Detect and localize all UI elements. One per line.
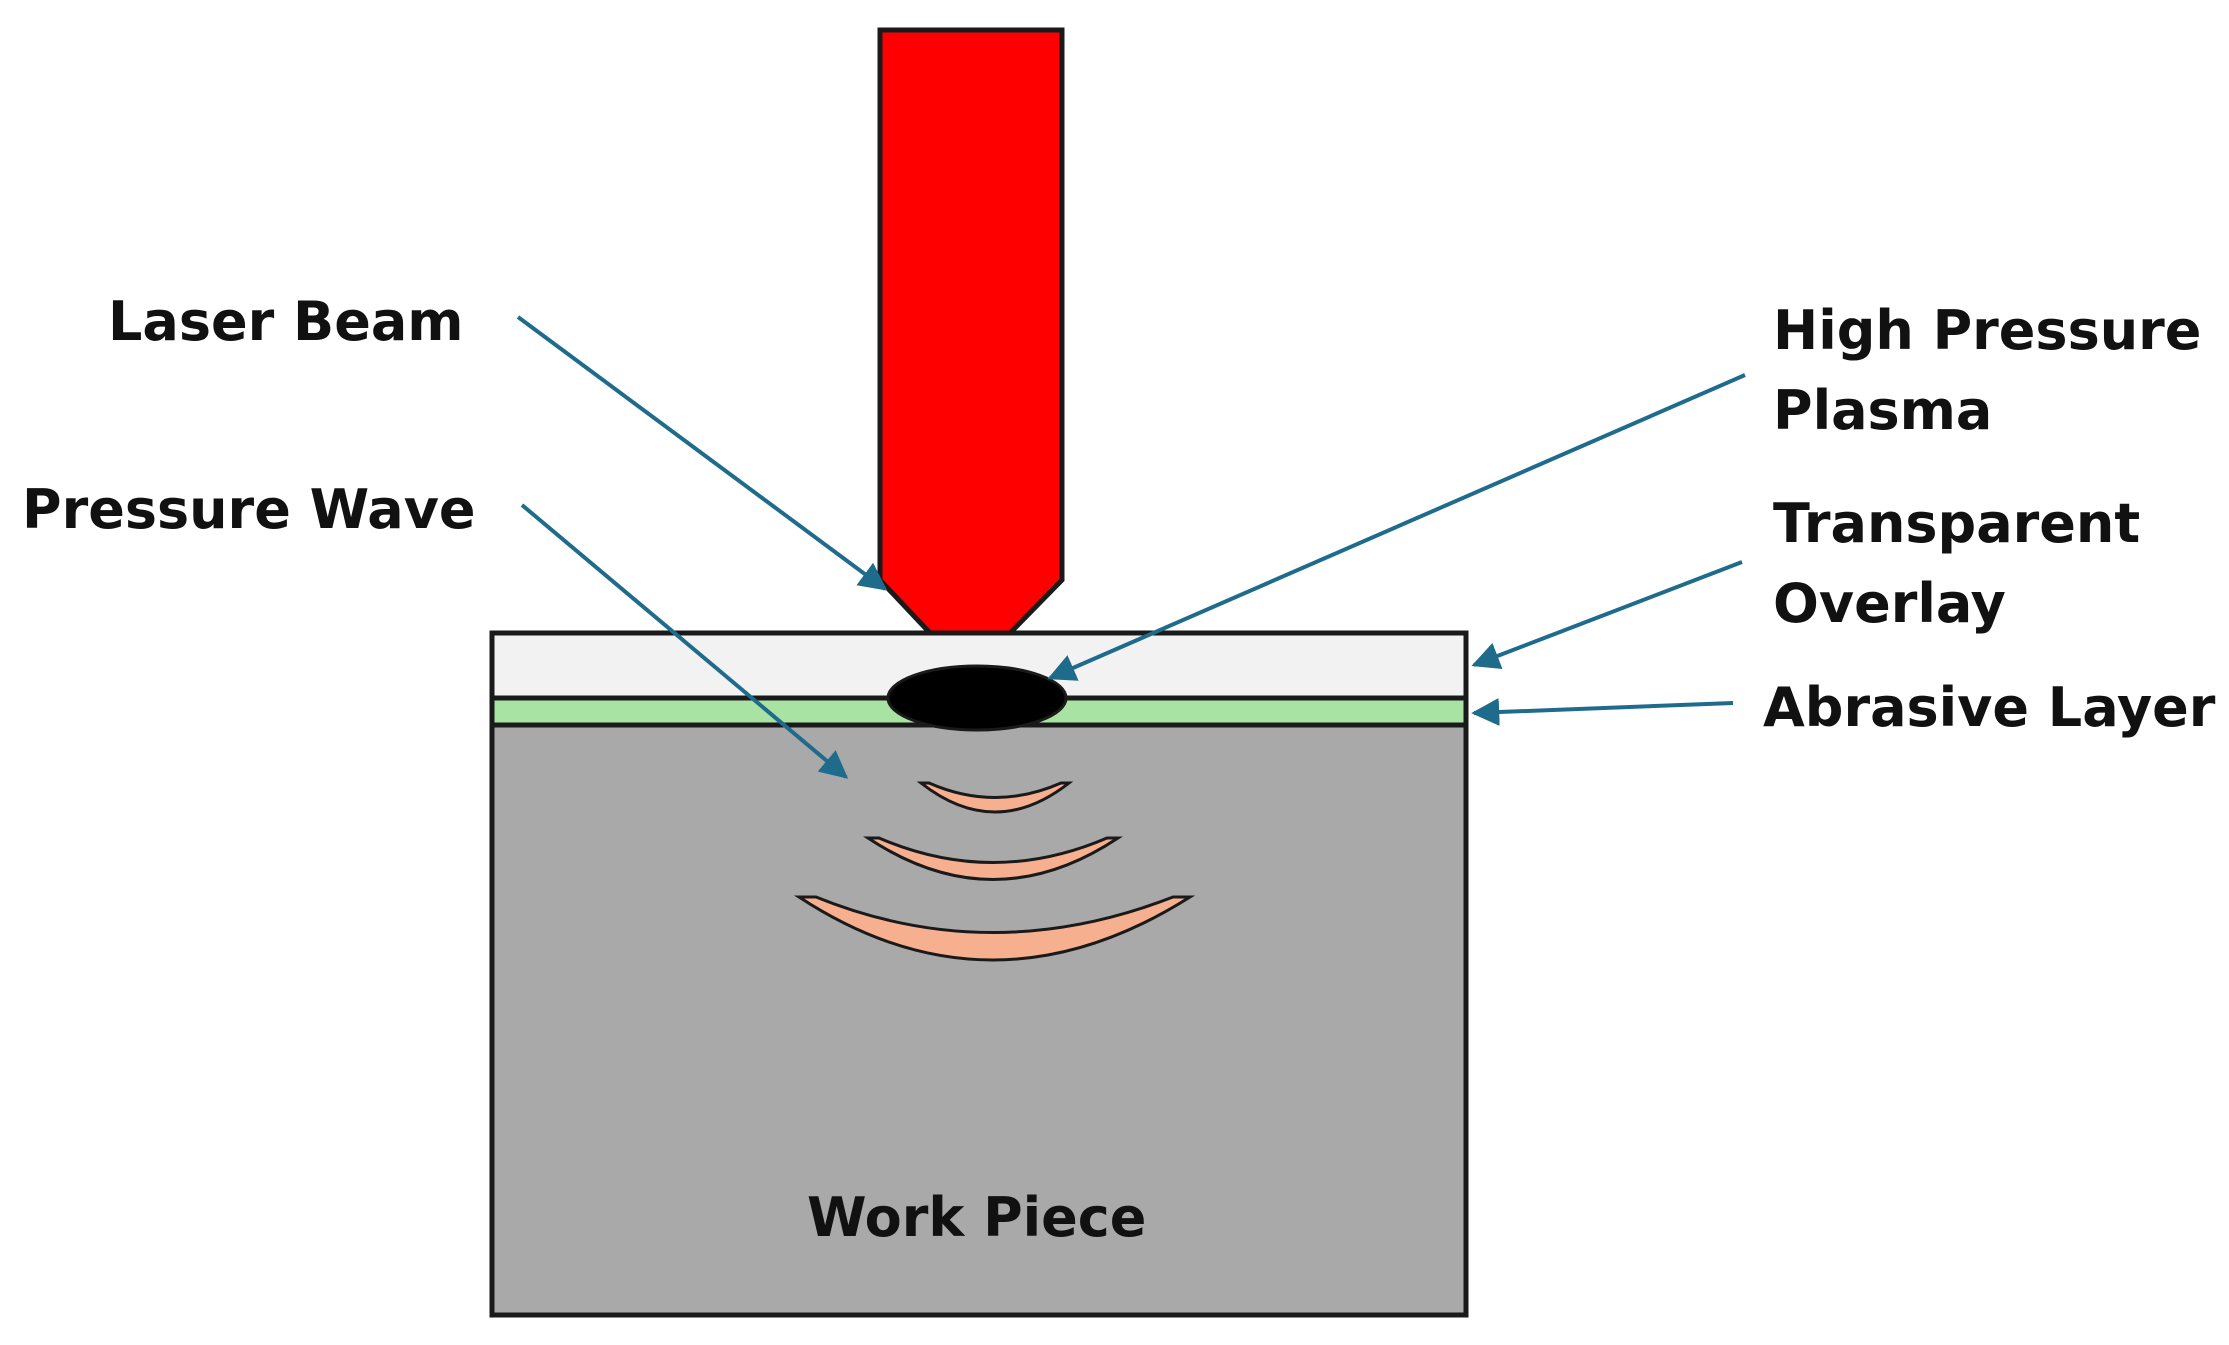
transparent-overlay-label: Transparent Overlay	[1773, 484, 2140, 644]
work-piece-label: Work Piece	[807, 1186, 1147, 1249]
laser-beam-label: Laser Beam	[108, 290, 464, 353]
high-pressure-plasma-line-2: Plasma	[1773, 379, 1993, 442]
plasma-ellipse	[886, 664, 1068, 732]
work-piece-block	[489, 722, 1469, 1318]
transparent-overlay-line-2: Overlay	[1773, 572, 2006, 635]
pressure-wave-arc-small	[916, 781, 1074, 814]
pressure-wave-arrow	[520, 503, 849, 779]
high-pressure-plasma-label: High Pressure Plasma	[1773, 291, 2201, 451]
abrasive-layer-arrow	[1471, 698, 1734, 727]
laser-beam-shape	[877, 27, 1065, 636]
laser-beam-arrow	[516, 315, 888, 591]
transparent-overlay-line-1: Transparent	[1773, 492, 2141, 555]
transparent-overlay-arrow	[1471, 560, 1743, 670]
high-pressure-plasma-line-1: High Pressure	[1773, 299, 2202, 362]
plasma-arrow	[1047, 373, 1746, 681]
pressure-wave-arc-large	[793, 895, 1196, 962]
abrasive-layer-label: Abrasive Layer	[1763, 676, 2216, 739]
pressure-wave-label: Pressure Wave	[22, 478, 476, 541]
pressure-wave-arc-medium	[863, 836, 1123, 881]
